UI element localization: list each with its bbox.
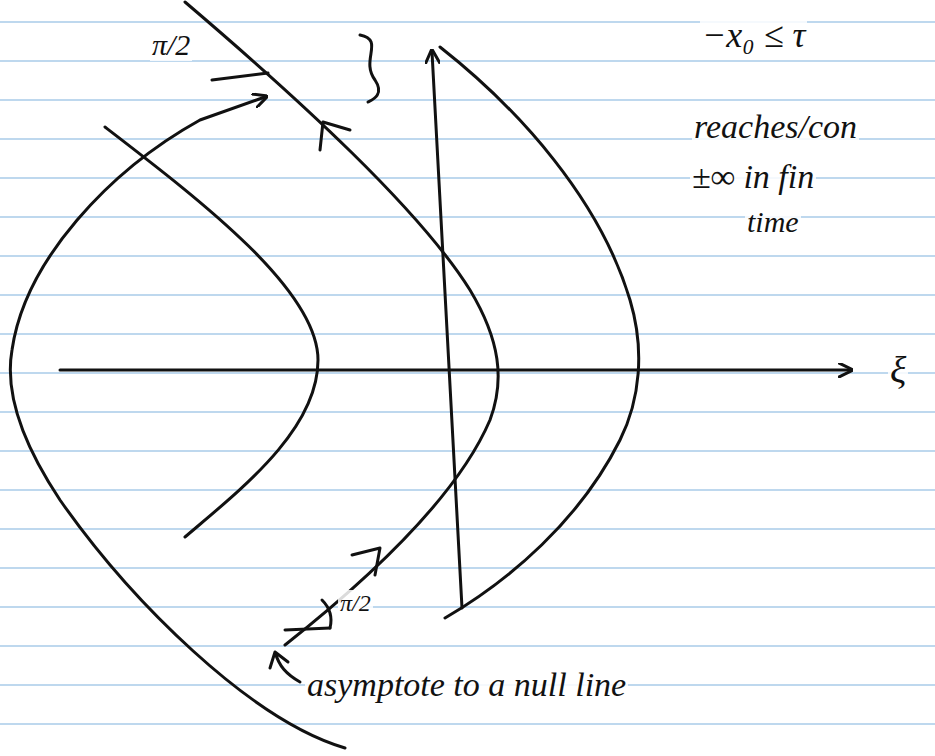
note-text: −x₀ ≤ τ	[700, 16, 807, 56]
outer-trajectory	[10, 97, 345, 748]
note-text: time	[745, 205, 801, 238]
tangent-mark	[212, 73, 268, 80]
flow-arrow	[320, 122, 350, 150]
ruled-lines	[0, 22, 935, 724]
right-trajectory	[440, 47, 639, 618]
note-text: π/2	[150, 28, 192, 61]
xi-axis	[60, 369, 850, 372]
note-text: π/2	[338, 590, 373, 616]
left-hyperbola	[105, 127, 318, 537]
leader-arrow	[270, 652, 300, 682]
flow-arrow	[352, 548, 380, 575]
angle-line	[285, 628, 330, 630]
squiggle-mark	[360, 35, 379, 102]
note-text: ξ	[888, 350, 908, 392]
note-text: asymptote to a null line	[305, 666, 628, 703]
middle-trajectory	[185, 2, 498, 645]
angle-arc	[322, 600, 331, 628]
note-text: ±∞ in fin	[690, 158, 816, 195]
vertical-trajectory	[432, 52, 462, 608]
note-text: reaches/con	[692, 108, 859, 145]
